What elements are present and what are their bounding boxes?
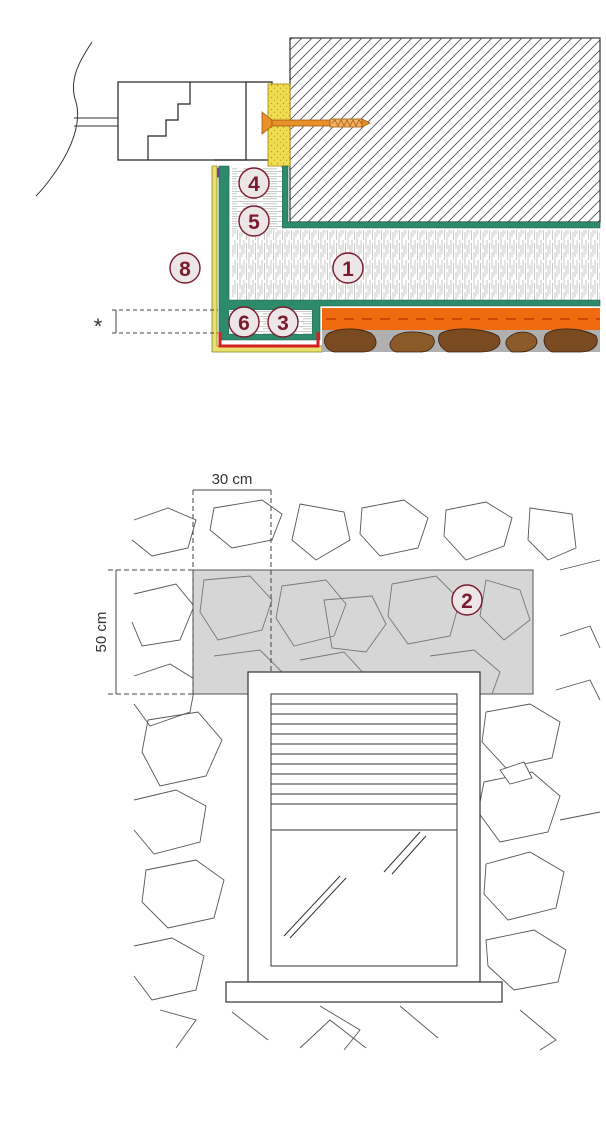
stone-wall-pattern [131,499,601,1051]
marker-2: 2 [451,584,483,616]
break-line-outer [35,41,93,197]
svg-text:8: 8 [179,258,191,281]
tolerance-symbol: * [94,314,103,339]
elevation-detail: 30 cm 50 cm 2 [93,471,601,1051]
height-dimension: 50 cm [93,569,193,695]
marker-1: 1 [332,252,364,284]
window-frame-profile [117,81,273,161]
window-sill [225,981,503,1003]
width-label: 30 cm [212,471,253,488]
section-detail: * 8 4 5 1 6 3 [35,37,601,353]
wall-plug-icon [329,118,371,128]
gravel-bed [322,328,600,353]
marker-4: 4 [238,167,270,199]
masonry-wall [289,37,601,223]
svg-text:1: 1 [342,258,354,281]
glass-reflection-4 [289,877,347,939]
marker-5: 5 [238,205,270,237]
marker-8: 8 [169,252,201,284]
glass-reflection-3 [283,875,341,937]
glass-reflection-1 [383,831,421,873]
svg-text:4: 4 [248,173,260,196]
width-dimension: 30 cm [192,471,272,694]
insulation-layer-1 [232,230,600,300]
roller-shutter [271,703,457,805]
marker-6: 6 [228,306,260,338]
marker-3: 3 [267,306,299,338]
svg-text:3: 3 [277,312,289,335]
svg-text:6: 6 [238,312,250,335]
tolerance-dimension: * [94,309,218,339]
glass-reflection-2 [391,835,427,875]
red-edge-profile [218,332,320,348]
height-label: 50 cm [93,612,110,653]
svg-text:5: 5 [248,211,260,234]
svg-text:2: 2 [461,590,473,613]
window [247,671,481,983]
